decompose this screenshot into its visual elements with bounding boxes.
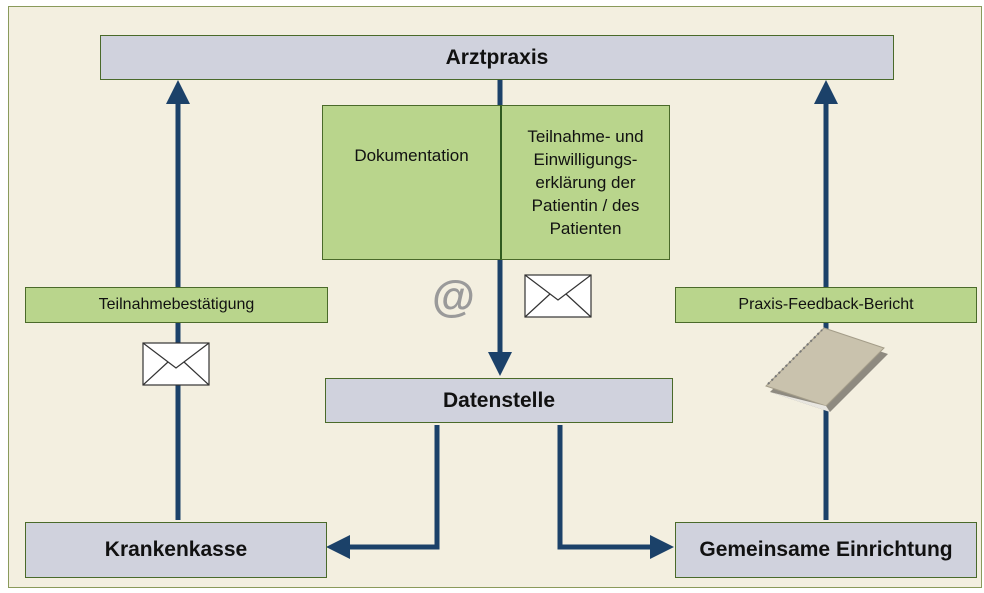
arrowhead-down-center <box>488 352 512 376</box>
node-gemeinsame-einrichtung: Gemeinsame Einrichtung <box>675 522 977 578</box>
arrowhead-right-einrichtung <box>650 535 674 559</box>
at-sign-icon: @ <box>432 272 475 321</box>
envelope-icon <box>524 274 592 318</box>
label-teilnahmebestaetigung: Teilnahmebestätigung <box>25 287 328 323</box>
node-krankenkasse: Krankenkasse <box>25 522 327 578</box>
node-datenstelle: Datenstelle <box>325 378 673 423</box>
arrowhead-up-right <box>814 80 838 104</box>
arrowhead-left-krankenkasse <box>326 535 350 559</box>
label-praxis-feedback-bericht: Praxis-Feedback-Bericht <box>675 287 977 323</box>
arrowhead-up-left <box>166 80 190 104</box>
report-booklet-icon <box>765 327 888 412</box>
node-arztpraxis: Arztpraxis <box>100 35 894 80</box>
envelope-icon <box>142 342 210 386</box>
arrow-datenstelle-to-krankenkasse <box>345 425 440 550</box>
node-dokumentation: Dokumentation <box>322 105 502 260</box>
arrow-datenstelle-to-einrichtung <box>557 425 658 550</box>
node-teilnahme-erklaerung: Teilnahme- und Einwilligungs-erklärung d… <box>500 105 670 260</box>
